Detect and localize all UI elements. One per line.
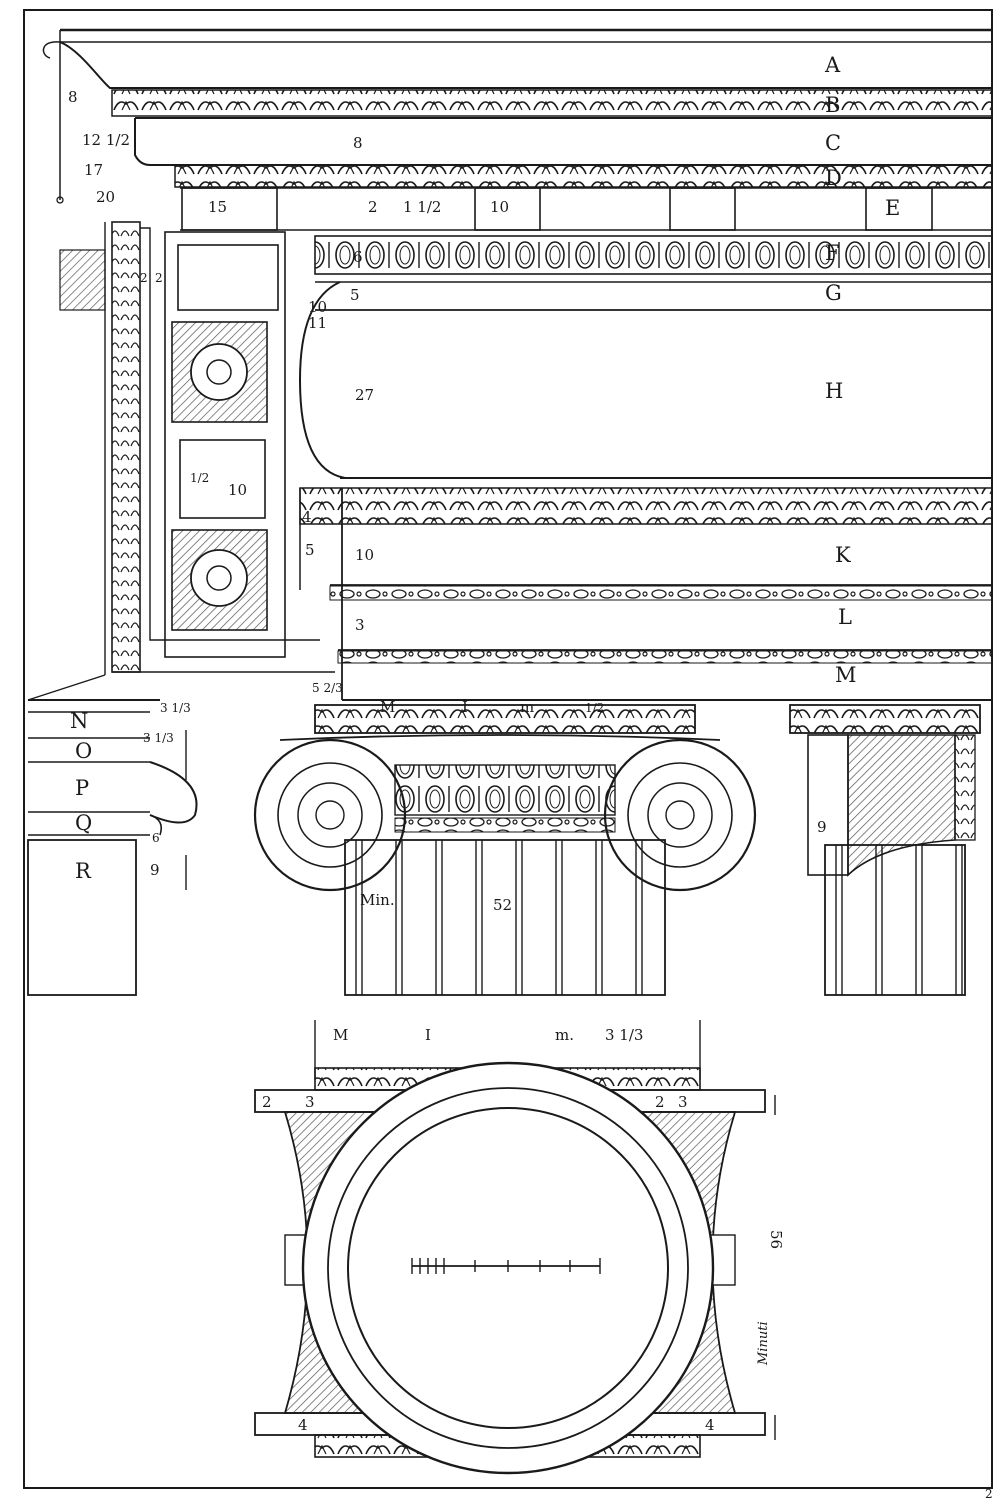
page-number: 2 <box>985 1487 993 1501</box>
label-g: G <box>825 281 842 305</box>
frieze-dim-27: 27 <box>355 386 374 404</box>
label-m: M <box>835 663 857 687</box>
fascia-dim-10: 10 <box>355 546 374 564</box>
base-dim-2: 3 1/3 <box>143 731 174 745</box>
egg-dart-dim: 6 <box>353 248 363 266</box>
plan-right-2: 2 <box>655 1093 665 1111</box>
base-dim-6: 6 <box>152 831 160 845</box>
label-k: K <box>835 543 851 567</box>
fascia-dim-3: 3 <box>355 616 365 634</box>
label-p: P <box>75 776 89 800</box>
dimension-labels: 8 12 1/2 17 20 15 2 1 1/2 10 8 6 5 10 11… <box>68 88 993 1501</box>
letter-labels: A B C D E F G H K L M N O P Q R <box>70 53 900 883</box>
shaft-label-52: 52 <box>493 896 512 914</box>
bead-dim: 5 <box>350 286 360 304</box>
soffit-dim-a: 2 <box>140 271 148 285</box>
plan-top-min: m. <box>555 1026 574 1044</box>
fascia-dim-4: 4 <box>302 508 312 526</box>
soffit-dim-10: 10 <box>228 481 247 499</box>
label-b: B <box>825 93 840 117</box>
plan-top-m: M <box>333 1026 348 1044</box>
side-capital-dim: 9 <box>817 818 827 836</box>
cornice-dim-1: 8 <box>68 88 78 106</box>
capital-top-i: I <box>462 698 468 716</box>
dentil-dim-15: 15 <box>208 198 227 216</box>
dentil-dim-1-half: 1 1/2 <box>403 198 441 216</box>
label-n: N <box>70 709 88 733</box>
soffit-dim-half: 1/2 <box>190 471 209 485</box>
fascia-dim-5-2-3: 5 2/3 <box>312 681 343 695</box>
label-l: L <box>838 605 852 629</box>
label-c: C <box>825 131 841 155</box>
plan-top-3-1-3: 3 1/3 <box>605 1026 643 1044</box>
cornice-dim-3: 17 <box>84 161 103 179</box>
fascia-dim-5: 5 <box>305 541 315 559</box>
label-a: A <box>824 53 841 77</box>
plan-left-3: 3 <box>305 1093 315 1111</box>
soffit-coffers <box>27 221 335 701</box>
plan-bottom-right-4: 4 <box>705 1416 715 1434</box>
capital-top-m: M <box>380 698 395 716</box>
corona-dim: 8 <box>353 134 363 152</box>
base-dim-9: 9 <box>150 861 160 879</box>
capital-plan <box>254 1020 776 1475</box>
plate-border <box>23 9 993 1489</box>
soffit-dim-b: 2 <box>155 271 163 285</box>
shaft-label-min: Min. <box>360 891 395 909</box>
label-q: Q <box>75 811 92 835</box>
label-r: R <box>75 859 92 883</box>
frieze-dim-10: 10 <box>308 298 327 316</box>
ionic-capital-front <box>253 704 757 996</box>
plan-top-i: I <box>425 1026 431 1044</box>
capital-top-min: m <box>520 698 534 716</box>
base-dim-1: 3 1/3 <box>160 701 191 715</box>
dentil-dim-10: 10 <box>490 198 509 216</box>
scale-caption: Minuti <box>756 1321 771 1366</box>
cornice-dim-4: 20 <box>96 188 115 206</box>
label-f: F <box>825 241 840 265</box>
label-o: O <box>75 739 92 763</box>
base-profile <box>27 699 198 996</box>
capital-top-half: 1/2 <box>585 701 604 715</box>
label-e: E <box>885 196 900 220</box>
plan-left-2: 2 <box>262 1093 272 1111</box>
frieze-dim-11: 11 <box>308 314 327 332</box>
plan-right-3: 3 <box>678 1093 688 1111</box>
plan-bottom-left-4: 4 <box>298 1416 308 1434</box>
entablature-profile <box>42 28 993 701</box>
plan-height-label: 56 <box>767 1230 785 1249</box>
cornice-dim-2: 12 1/2 <box>82 131 130 149</box>
label-h: H <box>825 379 843 403</box>
dentil-dim-2: 2 <box>368 198 378 216</box>
label-d: D <box>825 166 842 190</box>
ionic-capital-side <box>789 704 981 996</box>
